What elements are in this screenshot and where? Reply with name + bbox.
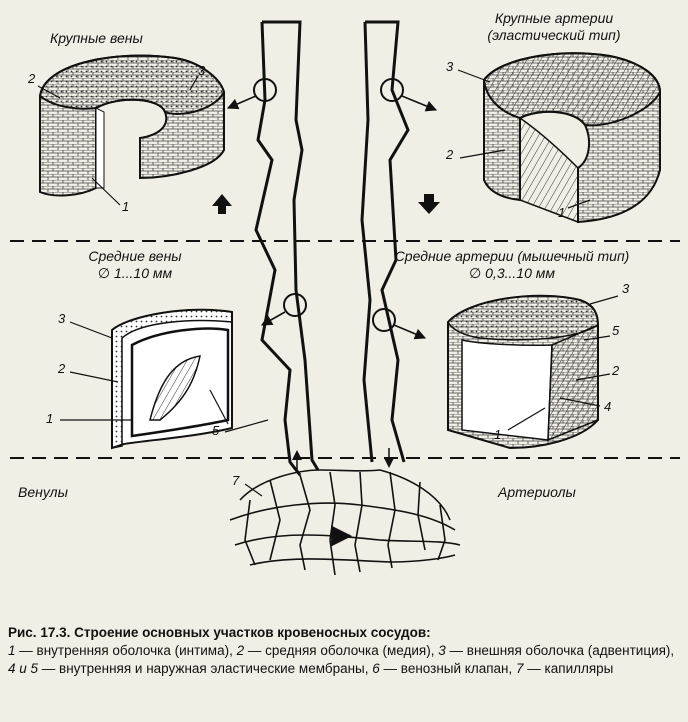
pointer-arrow (261, 311, 286, 326)
capillary-network (229, 469, 461, 576)
pointer-arrow (393, 324, 427, 340)
label-medium-arteries: Средние артерии (мышечный тип) ∅ 0,3...1… (392, 248, 632, 282)
callout-lv-2: 2 (28, 71, 36, 86)
callout-la-3: 3 (446, 59, 454, 74)
large-vein-section (38, 54, 226, 197)
callout-mv-2: 2 (58, 361, 66, 376)
caption-title-text: Строение основных участков кровеносных с… (74, 625, 431, 640)
callout-mv-1: 1 (46, 411, 54, 426)
caption-item-num: 6 (372, 661, 380, 676)
caption-item-num: 3 (438, 643, 446, 658)
label-large-arteries-line1: Крупные артерии (494, 10, 614, 26)
flow-up-arrow (212, 194, 232, 214)
small-up-arrow (292, 450, 302, 460)
callout-ma-1: 1 (494, 427, 502, 442)
figure-caption: Рис. 17.3. Строение основных участков кр… (8, 625, 675, 676)
caption-item-num: 7 (516, 661, 524, 676)
artery-trunk (360, 20, 410, 463)
caption-item-num: 1 (8, 643, 16, 658)
label-medium-arteries-line1: Средние артерии (мышечный тип) (394, 248, 630, 264)
callout-ma-2: 2 (612, 363, 620, 378)
small-down-arrow (384, 458, 394, 468)
label-medium-veins-line1: Средние вены (88, 248, 182, 264)
callout-cap-7: 7 (232, 473, 240, 488)
callout-ma-5: 5 (612, 323, 620, 338)
vein-trunk (254, 20, 320, 476)
callout-la-2: 2 (446, 147, 454, 162)
large-artery-section (482, 52, 662, 224)
medium-artery-section (447, 294, 599, 450)
label-medium-arteries-line2: ∅ 0,3...10 мм (469, 265, 555, 281)
pointer-arrow (401, 95, 438, 112)
label-large-arteries-line2: (эластический тип) (487, 27, 621, 43)
callout-mv-3: 3 (58, 311, 66, 326)
label-large-veins: Крупные вены (50, 30, 143, 46)
callout-la-1: 1 (558, 205, 566, 220)
lens-vein-mid (283, 293, 307, 317)
leader-lines (37, 69, 619, 497)
venous-valve (149, 355, 201, 421)
callout-lv-3: 3 (198, 63, 206, 78)
caption-item-text: внутренняя оболочка (интима), (36, 643, 233, 658)
caption-item-text: средняя оболочка (медия), (265, 643, 435, 658)
label-large-arteries: Крупные артерии (эластический тип) (454, 10, 654, 44)
caption-item-text: венозный клапан, (400, 661, 513, 676)
callout-mv-5: 5 (212, 423, 220, 438)
caption-item-text: капилляры (544, 661, 614, 676)
caption-item-text: внешняя оболочка (адвентиция), (466, 643, 675, 658)
callout-lv-1: 1 (122, 199, 130, 214)
callout-ma-3: 3 (622, 281, 630, 296)
lens-vein-top (253, 78, 277, 102)
label-medium-veins: Средние вены ∅ 1...10 мм (70, 248, 200, 282)
flow-down-arrow (418, 194, 440, 214)
caption-item-text: внутренняя и наружная эластические мембр… (59, 661, 369, 676)
label-venules: Венулы (18, 484, 68, 500)
lens-artery-top (380, 78, 404, 102)
callout-ma-4: 4 (604, 399, 612, 414)
label-medium-veins-line2: ∅ 1...10 мм (97, 265, 173, 281)
caption-item-num: 2 (236, 643, 245, 658)
label-arterioles: Артериолы (498, 484, 576, 500)
pointer-arrow (226, 95, 257, 110)
lens-artery-mid (372, 308, 396, 332)
caption-title: Рис. 17.3. (8, 625, 71, 640)
caption-item-num: 4 и 5 (8, 661, 39, 676)
medium-vein-section (111, 308, 233, 450)
